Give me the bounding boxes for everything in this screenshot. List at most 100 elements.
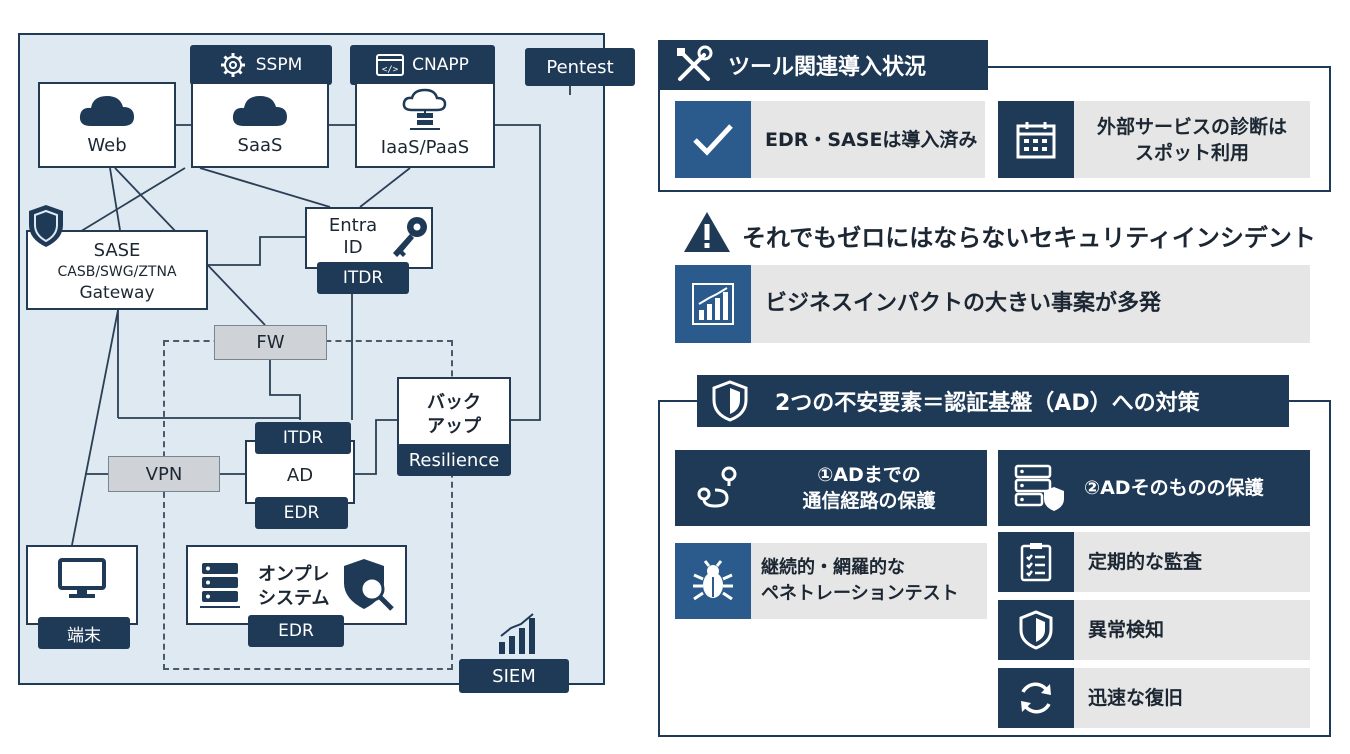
growth-chart-icon — [692, 283, 734, 325]
tool-status-title: ツール関連導入状況 — [728, 55, 927, 80]
server-shield-icon — [1014, 464, 1064, 511]
cnapp-label: CNAPP — [412, 55, 469, 75]
code-window-icon: </> — [376, 54, 405, 76]
fw-box: FW — [214, 325, 327, 360]
cloud-icon — [79, 96, 134, 126]
ad-countermeasure-header: 2つの不安要素＝認証基盤（AD）への対策 — [697, 375, 1289, 427]
shield-search-icon — [344, 559, 394, 611]
saas-node: SaaS — [191, 82, 329, 168]
itdr-ad-label: ITDR — [282, 428, 324, 448]
fw-label: FW — [256, 332, 285, 353]
edr-ad-label: EDR — [283, 503, 320, 523]
sase-node: SASE CASB/SWG/ZTNA Gateway — [26, 230, 208, 310]
checklist-icon — [1020, 543, 1052, 582]
monitor-icon — [58, 558, 106, 598]
ad-countermeasure-title: 2つの不安要素＝認証基盤（AD）への対策 — [775, 391, 1200, 416]
bug-icon-box — [675, 543, 751, 619]
business-impact-card: ビジネスインパクトの大きい事案が多発 — [675, 265, 1310, 343]
route-protection-line2: 通信経路の保護 — [802, 490, 936, 512]
cloud-server-icon — [402, 88, 447, 130]
sspm-label: SSPM — [255, 55, 303, 75]
shield-icon — [29, 205, 63, 247]
siem-label: SIEM — [492, 665, 536, 687]
calendar-icon-box — [998, 101, 1074, 178]
entra-id-node: Entra ID — [305, 207, 433, 269]
shield-outline-icon — [1019, 610, 1053, 650]
saas-label: SaaS — [237, 135, 283, 156]
pentest-tag: Pentest — [525, 48, 635, 86]
edr-ad-tag: EDR — [255, 497, 348, 529]
cnapp-tag: </> CNAPP — [350, 45, 495, 85]
on-prem-label-1: オンプレ — [258, 564, 330, 585]
backup-label-1: バック — [427, 392, 481, 413]
on-prem-label-2: システム — [258, 588, 330, 609]
anomaly-detection-card: 異常検知 — [998, 600, 1310, 660]
backup-node: バック アップ — [397, 377, 511, 455]
siem-tag: SIEM — [459, 659, 569, 693]
route-protection-line1: ①ADまでの — [817, 464, 921, 486]
server-icon — [200, 563, 240, 608]
itdr-entra-label: ITDR — [342, 268, 384, 288]
cloud-icon — [232, 96, 287, 126]
ad-label: AD — [286, 465, 314, 486]
itdr-entra-tag: ITDR — [317, 262, 409, 294]
refresh-icon-box — [998, 668, 1074, 728]
external-diagnosis-line2: スポット利用 — [1134, 141, 1249, 164]
resilience-label: Resilience — [408, 449, 500, 471]
tools-icon — [677, 45, 713, 81]
external-diagnosis-line1: 外部サービスの診断は — [1096, 115, 1287, 138]
business-impact-text: ビジネスインパクトの大きい事案が多発 — [765, 291, 1162, 316]
anomaly-detection-text: 異常検知 — [1088, 619, 1165, 641]
edr-onprem-label: EDR — [278, 621, 314, 641]
checklist-icon-box — [998, 532, 1074, 592]
pentest-label: Pentest — [546, 56, 614, 78]
iaas-paas-label: IaaS/PaaS — [380, 137, 470, 158]
pentest-card-line2: ペネトレーションテスト — [761, 583, 959, 604]
iaas-paas-node: IaaS/PaaS — [355, 82, 495, 168]
incident-warning-text: それでもゼロにはならないセキュリティインシデント — [742, 224, 1316, 252]
recovery-card: 迅速な復旧 — [998, 668, 1310, 728]
ad-protection-header: ②ADそのものの保護 — [998, 450, 1310, 526]
gear-icon — [220, 53, 245, 77]
backup-label-2: アップ — [427, 416, 481, 437]
route-icon — [697, 466, 737, 508]
bug-icon — [693, 560, 733, 601]
pentest-card-line1: 継続的・網羅的な — [761, 557, 905, 578]
itdr-ad-tag: ITDR — [255, 422, 351, 454]
check-icon-box — [675, 101, 751, 178]
entra-label: Entra — [328, 215, 378, 236]
vpn-label: VPN — [145, 463, 183, 485]
sase-title: SASE — [93, 240, 141, 261]
audit-card: 定期的な監査 — [998, 532, 1310, 592]
id-label: ID — [343, 237, 363, 258]
on-prem-system-node: オンプレ システム — [186, 545, 407, 625]
sspm-tag: SSPM — [190, 45, 332, 85]
shield-icon-box — [998, 600, 1074, 660]
edr-sase-text: EDR・SASEは導入済み — [765, 128, 978, 151]
calendar-icon — [1016, 121, 1056, 158]
svg-text:</>: </> — [382, 65, 399, 75]
shield-check-icon — [712, 380, 748, 422]
terminal-node — [26, 545, 138, 625]
pentest-card: 継続的・網羅的な ペネトレーションテスト — [675, 543, 987, 619]
check-icon — [693, 123, 733, 156]
sase-subtitle: CASB/SWG/ZTNA — [57, 264, 177, 280]
route-protection-header: ①ADまでの 通信経路の保護 — [675, 450, 987, 526]
ad-protection-title: ②ADそのものの保護 — [1084, 477, 1264, 499]
tool-status-header: ツール関連導入状況 — [658, 40, 988, 90]
edr-sase-card: EDR・SASEは導入済み — [675, 101, 985, 178]
terminal-tag: 端末 — [38, 617, 130, 649]
resilience-tag: Resilience — [397, 444, 511, 476]
audit-text: 定期的な監査 — [1088, 551, 1203, 573]
recovery-text: 迅速な復旧 — [1088, 687, 1184, 709]
chart-icon-box — [675, 265, 751, 343]
external-diagnosis-card: 外部サービスの診断は スポット利用 — [998, 101, 1310, 178]
refresh-icon — [1021, 682, 1051, 714]
edr-onprem-tag: EDR — [248, 615, 344, 647]
vpn-box: VPN — [108, 456, 220, 492]
terminal-label: 端末 — [67, 625, 101, 646]
bar-chart-icon — [499, 613, 535, 654]
web-node: Web — [38, 82, 176, 168]
sase-gateway-label: Gateway — [79, 283, 155, 303]
key-icon — [393, 217, 427, 257]
